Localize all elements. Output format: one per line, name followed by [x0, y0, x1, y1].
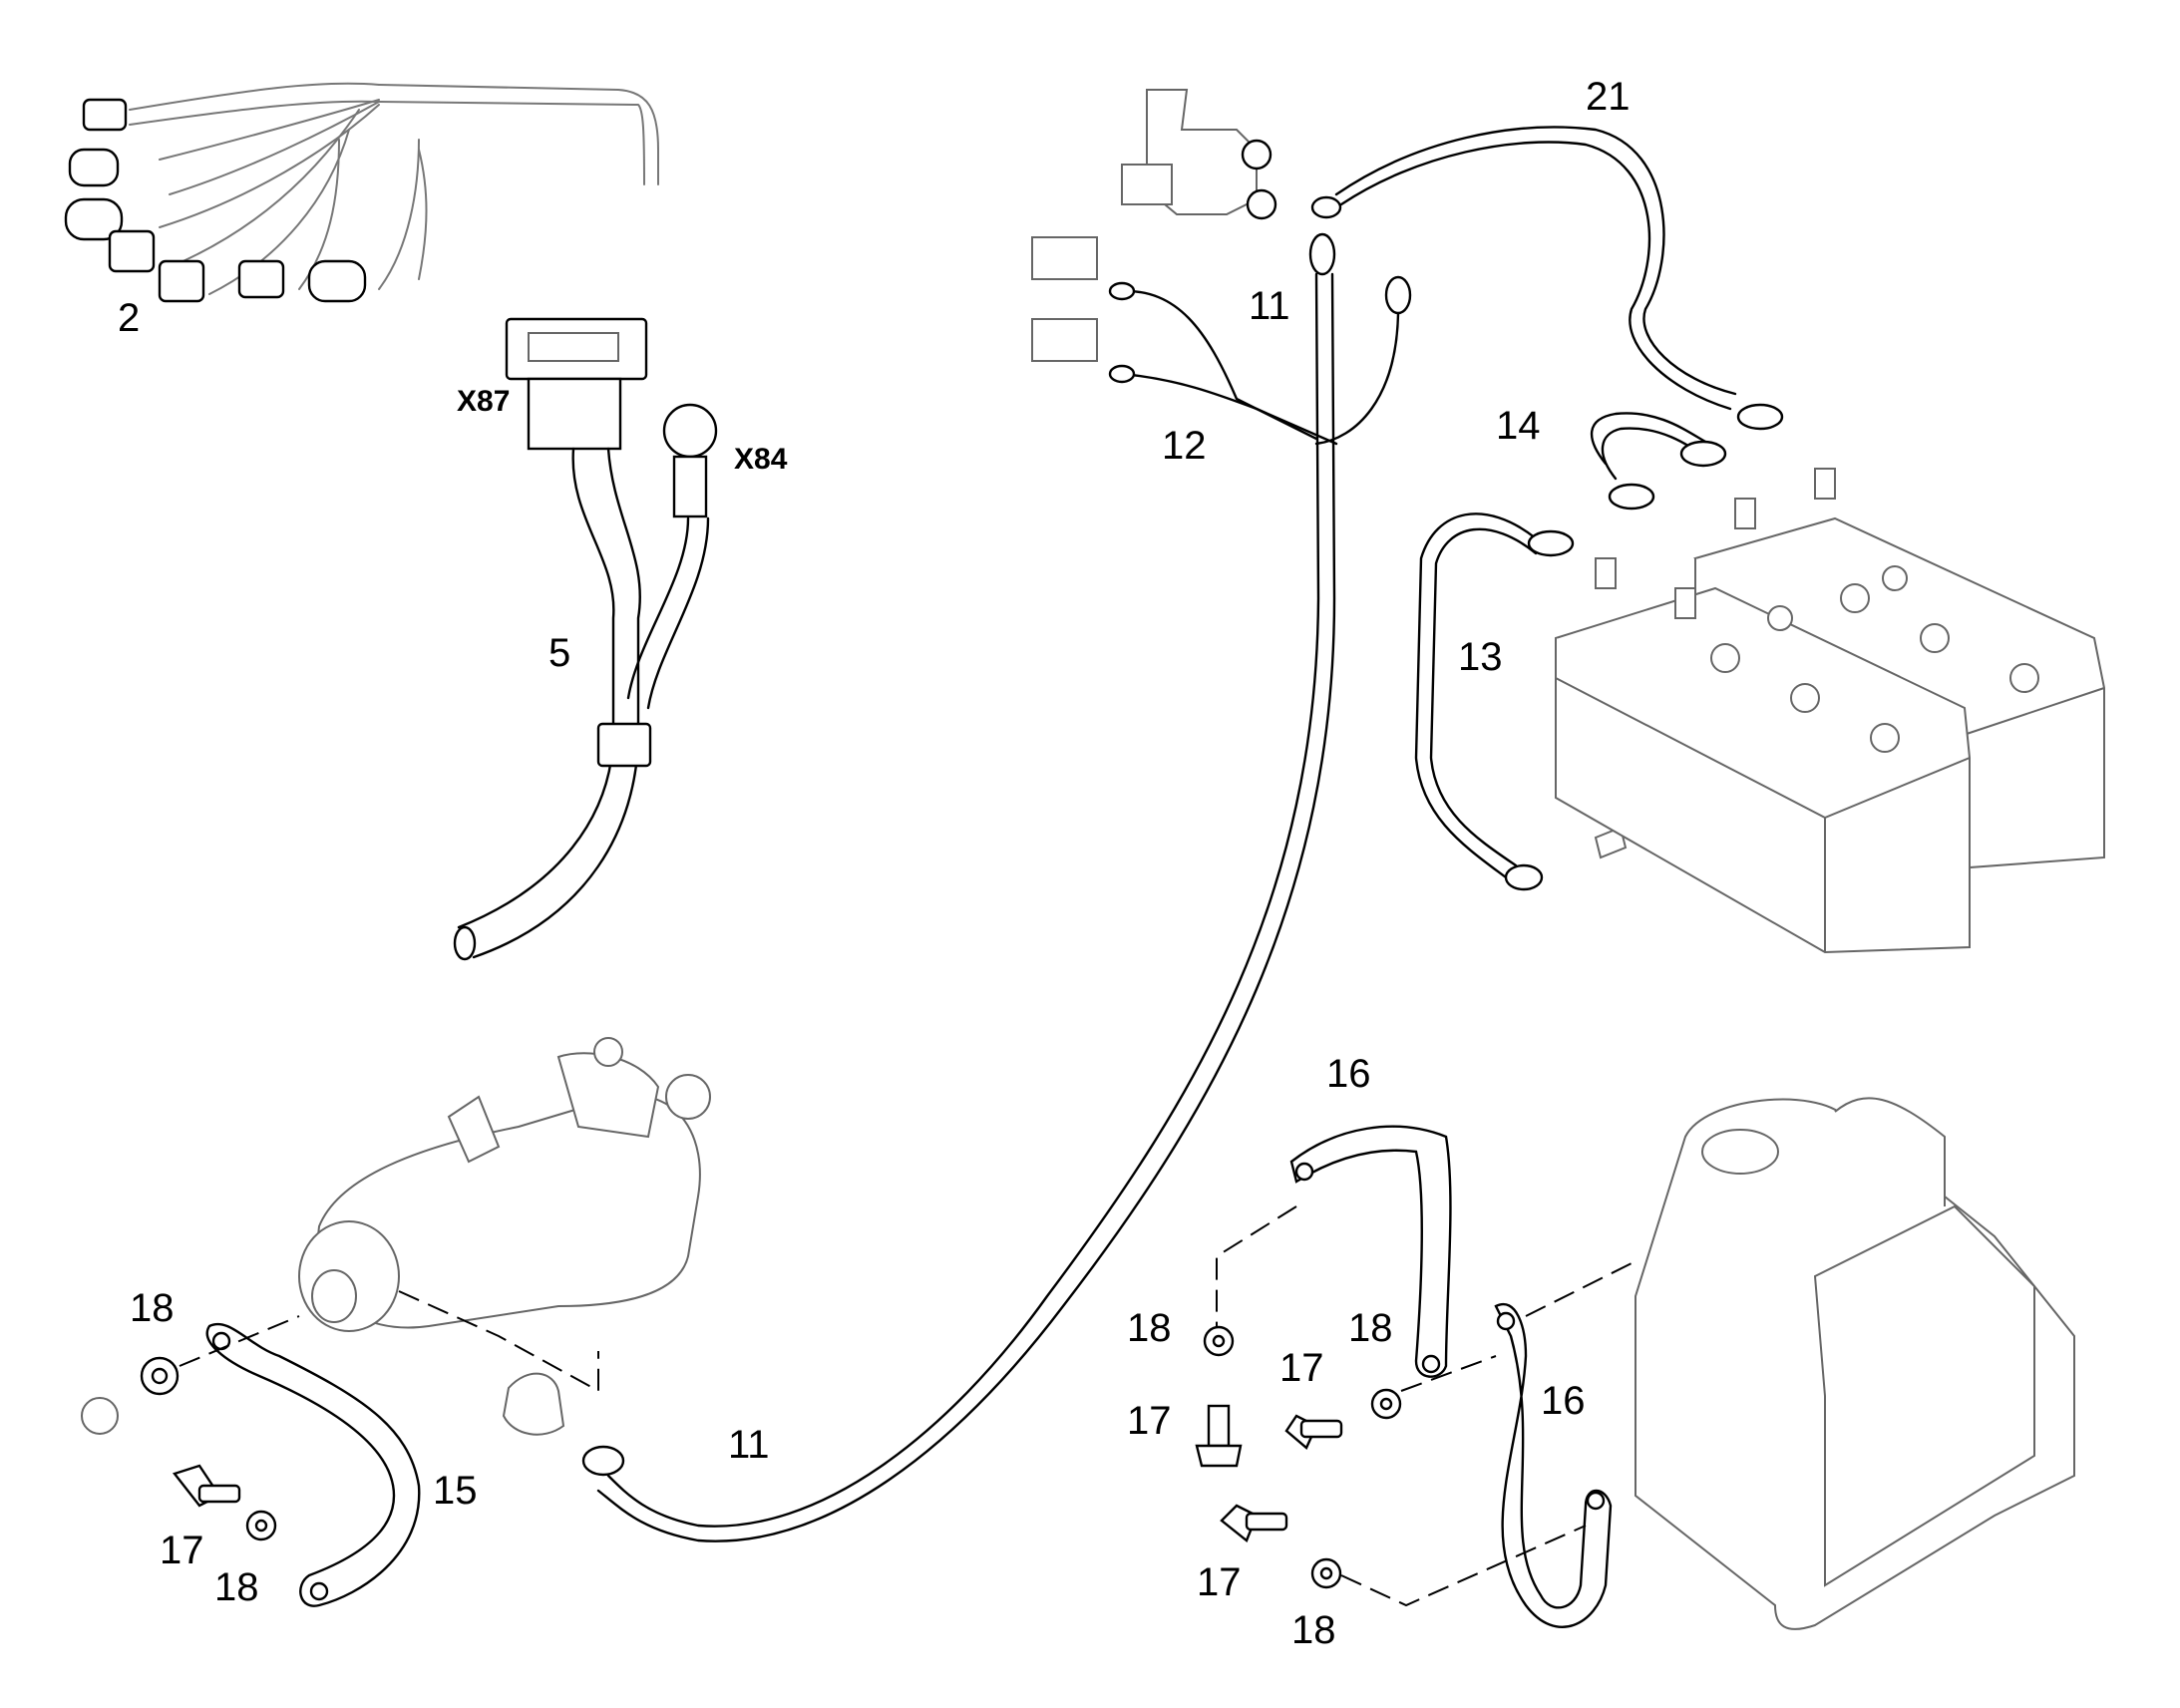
label-part-18-mid-a: 18: [1127, 1306, 1172, 1350]
label-part-17-mid-a: 17: [1279, 1346, 1324, 1390]
harness-part-2: [64, 82, 659, 303]
fasteners-left: [81, 1290, 599, 1541]
harness-part-5: [453, 317, 718, 961]
label-part-17-mid-c: 17: [1197, 1560, 1242, 1604]
label-part-21: 21: [1586, 75, 1631, 119]
cable-part-13: [1414, 512, 1628, 891]
label-part-5: 5: [548, 631, 570, 675]
label-part-18-left-a: 18: [130, 1286, 175, 1330]
label-connector-x84: X84: [734, 443, 788, 476]
label-part-15: 15: [433, 1469, 478, 1513]
label-part-11-bottom: 11: [728, 1423, 770, 1467]
label-part-18-left-b: 18: [214, 1565, 259, 1609]
label-part-12: 12: [1162, 424, 1207, 468]
cable-part-21: [1310, 126, 1784, 431]
label-part-11-top: 11: [1249, 284, 1290, 328]
label-part-16-right: 16: [1541, 1379, 1586, 1423]
strap-part-15: [205, 1322, 421, 1607]
starter-motor: [298, 1037, 711, 1332]
cable-part-14: [1591, 412, 1727, 511]
strap-part-16-bottom: [1494, 1302, 1613, 1628]
battery-switch: [1121, 89, 1277, 220]
battery-box: [1635, 1097, 2075, 1630]
label-part-17-left: 17: [160, 1529, 204, 1572]
label-part-18-mid-c: 18: [1291, 1608, 1336, 1652]
label-part-18-mid-b: 18: [1348, 1306, 1393, 1350]
label-part-17-mid-b: 17: [1127, 1399, 1172, 1443]
strap-part-16-top: [1289, 1125, 1452, 1378]
label-connector-x87: X87: [457, 385, 510, 418]
label-part-13: 13: [1458, 635, 1503, 679]
label-part-16-top: 16: [1326, 1052, 1371, 1096]
suppressor-part-12: [1031, 236, 1338, 446]
fasteners-middle: [1195, 1205, 1636, 1607]
label-part-14: 14: [1496, 404, 1541, 448]
cable-part-11: [502, 232, 1412, 1542]
label-part-2: 2: [118, 296, 140, 340]
batteries: [1555, 468, 2105, 954]
